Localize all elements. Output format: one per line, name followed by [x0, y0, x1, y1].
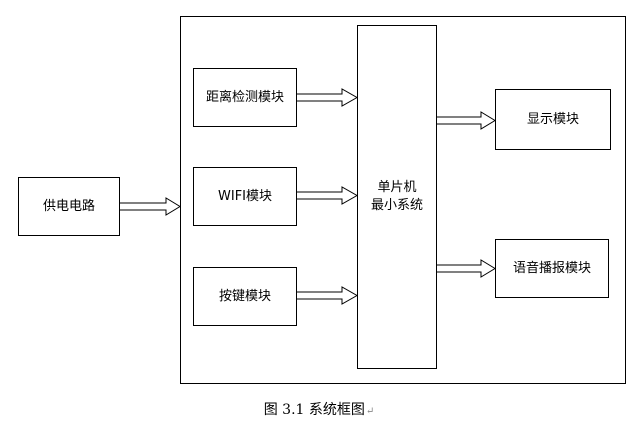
- wifi-module-node: WIFI模块: [193, 167, 297, 226]
- distance-detection-label: 距离检测模块: [205, 89, 284, 105]
- mcu-label-line2: 最小系统: [370, 198, 423, 213]
- arrow-power-to-system: [120, 197, 181, 216]
- key-module-node: 按键模块: [193, 267, 297, 326]
- voice-broadcast-node: 语音播报模块: [495, 239, 609, 298]
- mcu-minimum-system-node: 单片机 最小系统: [357, 25, 437, 369]
- mcu-label-line1: 单片机: [377, 180, 417, 195]
- paragraph-mark-icon: ↵: [365, 406, 375, 417]
- distance-detection-node: 距离检测模块: [193, 68, 297, 127]
- power-supply-node: 供电电路: [18, 177, 120, 236]
- wifi-module-label: WIFI模块: [218, 188, 272, 204]
- figure-caption: 图 3.1 系统框图↵: [0, 400, 638, 422]
- figure-caption-text: 图 3.1 系统框图: [263, 402, 365, 418]
- display-module-label: 显示模块: [526, 111, 579, 127]
- voice-broadcast-label: 语音播报模块: [512, 260, 591, 276]
- power-supply-label: 供电电路: [42, 198, 95, 214]
- key-module-label: 按键模块: [218, 288, 271, 304]
- display-module-node: 显示模块: [495, 89, 611, 150]
